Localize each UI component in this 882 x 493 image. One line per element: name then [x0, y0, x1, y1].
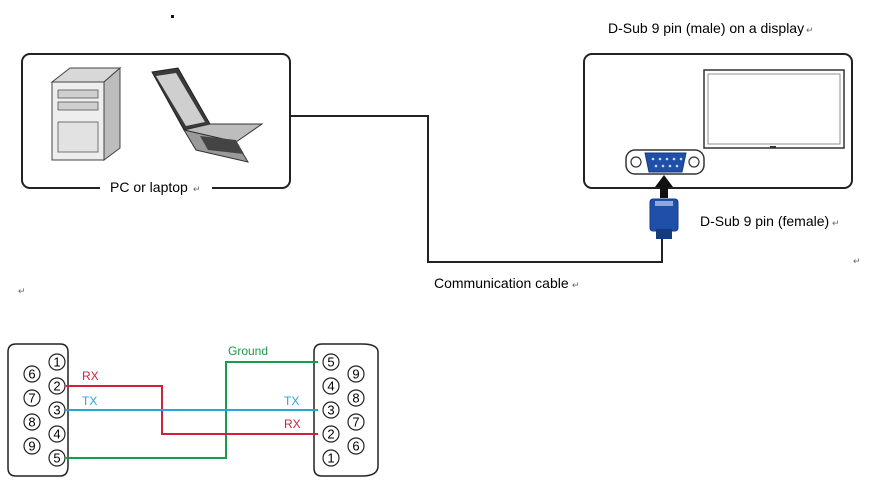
left-pin-number: 8 [28, 415, 35, 430]
cable-connector-label: D-Sub 9 pin (female) [700, 213, 829, 229]
left-pin-number: 5 [53, 451, 60, 466]
communication-cable-line [290, 115, 663, 263]
left-pin: 7 [23, 389, 41, 407]
left-pin: 8 [23, 413, 41, 431]
monitor-icon [703, 69, 845, 149]
right-pin-number: 8 [352, 391, 359, 406]
right-pin: 3 [322, 401, 340, 419]
rx-left-label: RX [82, 369, 99, 383]
left-pin: 3 [48, 401, 66, 419]
dsub-female-plug-icon [649, 198, 679, 239]
pin-circles: 1 2 3 4 5 6 7 8 9 5 4 3 2 1 9 8 7 6 [23, 353, 365, 467]
right-pin: 9 [347, 365, 365, 383]
arrow-up-icon [655, 175, 673, 198]
left-pin: 2 [48, 377, 66, 395]
tx-right-label: TX [284, 394, 299, 408]
right-pin-number: 7 [352, 415, 359, 430]
paragraph-mark-pc: ↵ [193, 184, 201, 194]
cable-label: Communication cable [434, 275, 569, 291]
left-pin: 6 [23, 365, 41, 383]
right-pin: 4 [322, 377, 340, 395]
display-box [583, 53, 853, 189]
left-pin: 9 [23, 437, 41, 455]
left-pin-number: 2 [53, 379, 60, 394]
stray-dot [171, 15, 174, 18]
left-pin-number: 9 [28, 439, 35, 454]
right-pin: 8 [347, 389, 365, 407]
ground-label: Ground [228, 344, 268, 358]
right-pin-number: 9 [352, 367, 359, 382]
laptop-icon [151, 67, 264, 163]
paragraph-mark-left: ↵ [18, 286, 26, 296]
paragraph-mark-display: ↵ [806, 25, 814, 35]
right-pin-number: 5 [327, 355, 334, 370]
left-pin: 5 [48, 449, 66, 467]
left-pin-number: 4 [53, 427, 60, 442]
rx-right-label: RX [284, 417, 301, 431]
right-pin: 1 [322, 449, 340, 467]
left-dsub-outline [7, 343, 69, 477]
pc-label-bg [100, 178, 212, 196]
dsub-male-port-icon [625, 149, 705, 175]
paragraph-mark-cable: ↵ [572, 280, 580, 290]
paragraph-mark-right: ↵ [853, 256, 861, 266]
paragraph-mark-female: ↵ [832, 218, 840, 228]
left-pin-number: 3 [53, 403, 60, 418]
right-pin: 6 [347, 437, 365, 455]
tx-left-label: TX [82, 394, 97, 408]
left-pin-number: 7 [28, 391, 35, 406]
right-pin-number: 3 [327, 403, 334, 418]
left-pin-number: 6 [28, 367, 35, 382]
left-pin: 1 [48, 353, 66, 371]
right-pin: 5 [322, 353, 340, 371]
right-pin-number: 6 [352, 439, 359, 454]
desktop-tower-icon [50, 66, 122, 161]
right-pin-number: 1 [327, 451, 334, 466]
right-pin: 7 [347, 413, 365, 431]
pc-label: PC or laptop [110, 179, 188, 195]
right-pin-number: 4 [327, 379, 334, 394]
right-pin: 2 [322, 425, 340, 443]
display-connector-label: D-Sub 9 pin (male) on a display [608, 20, 804, 36]
left-pin-number: 1 [53, 355, 60, 370]
left-pin: 4 [48, 425, 66, 443]
right-pin-number: 2 [327, 427, 334, 442]
